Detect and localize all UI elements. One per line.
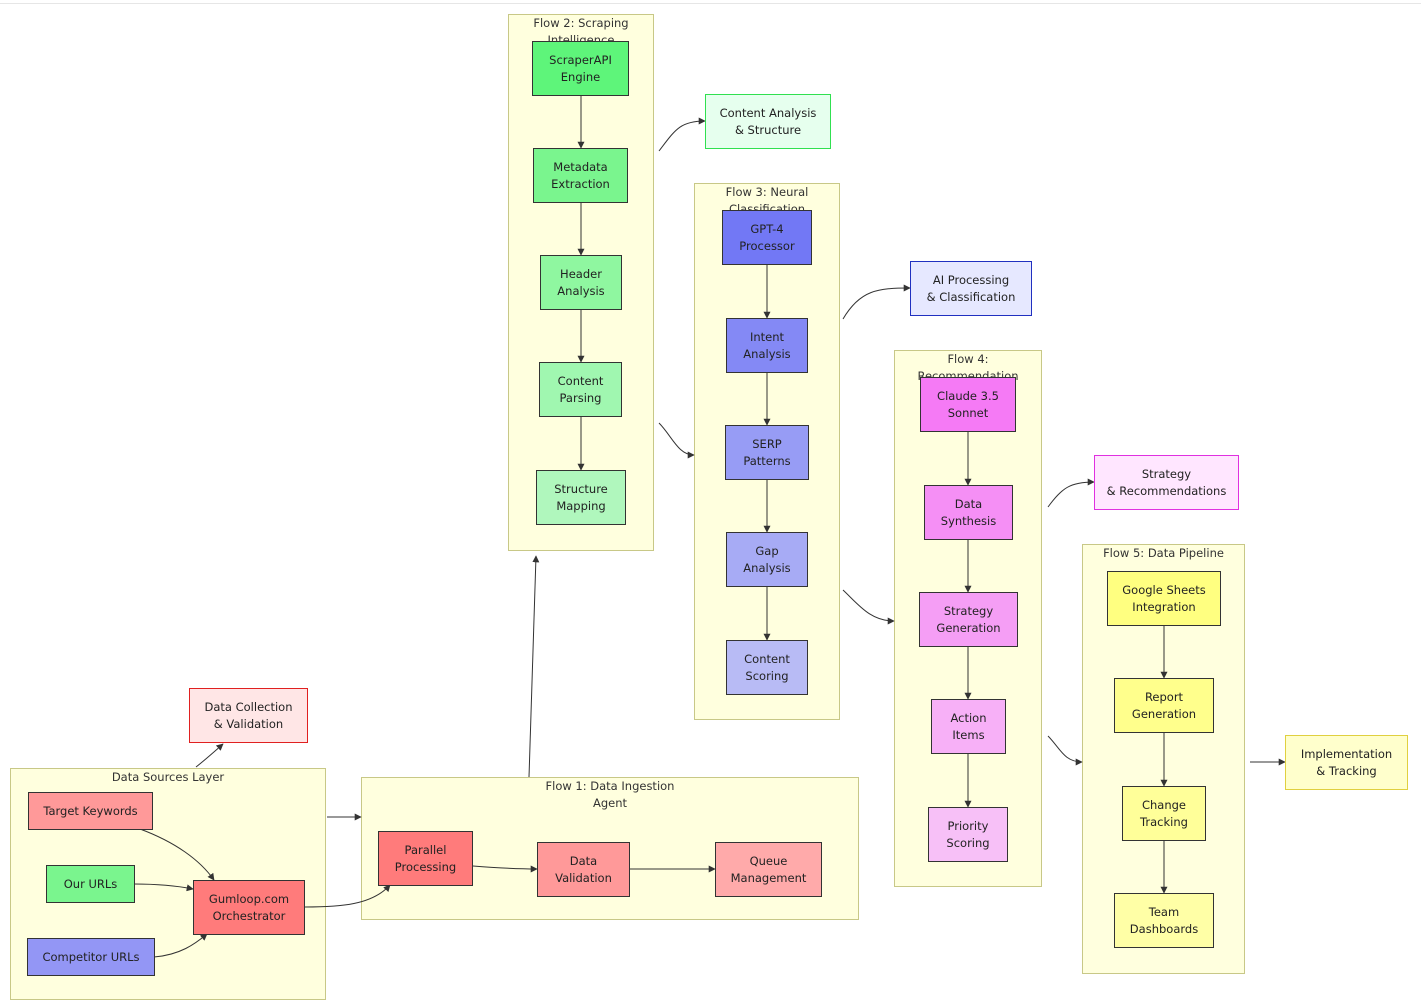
label-ai-processing: AI Processing & Classification xyxy=(910,261,1032,316)
top-divider xyxy=(0,3,1421,4)
node-target-keywords: Target Keywords xyxy=(28,792,153,830)
label-data-collection: Data Collection & Validation xyxy=(189,688,308,743)
node-claude-sonnet: Claude 3.5 Sonnet xyxy=(920,377,1016,432)
node-content-parsing: Content Parsing xyxy=(539,362,622,417)
node-data-synthesis: Data Synthesis xyxy=(924,485,1013,540)
edge-flow2-label xyxy=(658,117,706,152)
edge-flow2-flow3 xyxy=(658,422,695,459)
edge-flow3-label xyxy=(842,284,911,320)
node-header-analysis: Header Analysis xyxy=(540,255,622,310)
node-gap-analysis: Gap Analysis xyxy=(726,532,808,587)
node-intent-analysis: Intent Analysis xyxy=(726,318,808,373)
node-google-sheets: Google Sheets Integration xyxy=(1107,571,1221,626)
node-action-items: Action Items xyxy=(931,699,1006,754)
node-structure-mapping: Structure Mapping xyxy=(536,470,626,525)
node-orchestrator: Gumloop.com Orchestrator xyxy=(193,880,305,935)
node-team-dashboards: Team Dashboards xyxy=(1114,893,1214,948)
cluster-title-flow5: Flow 5: Data Pipeline xyxy=(1103,546,1224,560)
edge-flow4-label xyxy=(1047,478,1095,508)
cluster-title-data-sources: Data Sources Layer xyxy=(111,770,225,784)
edge-flow1-flow2 xyxy=(528,555,540,778)
node-change-tracking: Change Tracking xyxy=(1122,786,1206,841)
cluster-title-flow1: Flow 1: Data Ingestion Agent xyxy=(545,779,675,810)
node-report-generation: Report Generation xyxy=(1114,678,1214,733)
node-gpt4-processor: GPT-4 Processor xyxy=(722,210,812,265)
node-data-validation: Data Validation xyxy=(537,842,630,897)
node-priority-scoring: Priority Scoring xyxy=(928,807,1008,862)
node-parallel-processing: Parallel Processing xyxy=(378,831,473,886)
node-strategy-generation: Strategy Generation xyxy=(919,592,1018,647)
node-content-scoring: Content Scoring xyxy=(726,640,808,695)
edge-flow3-flow4 xyxy=(842,589,895,625)
node-metadata-extraction: Metadata Extraction xyxy=(533,148,628,203)
node-scraperapi-engine: ScraperAPI Engine xyxy=(532,41,629,96)
node-serp-patterns: SERP Patterns xyxy=(725,425,809,480)
node-our-urls: Our URLs xyxy=(46,865,135,903)
label-implementation-tracking: Implementation & Tracking xyxy=(1285,735,1408,790)
node-queue-management: Queue Management xyxy=(715,842,822,897)
label-content-analysis: Content Analysis & Structure xyxy=(705,94,831,149)
edge-flow4-flow5 xyxy=(1047,735,1083,766)
edge-sources-label xyxy=(195,743,224,768)
label-strategy-recommendations: Strategy & Recommendations xyxy=(1094,455,1239,510)
node-competitor-urls: Competitor URLs xyxy=(27,938,155,976)
